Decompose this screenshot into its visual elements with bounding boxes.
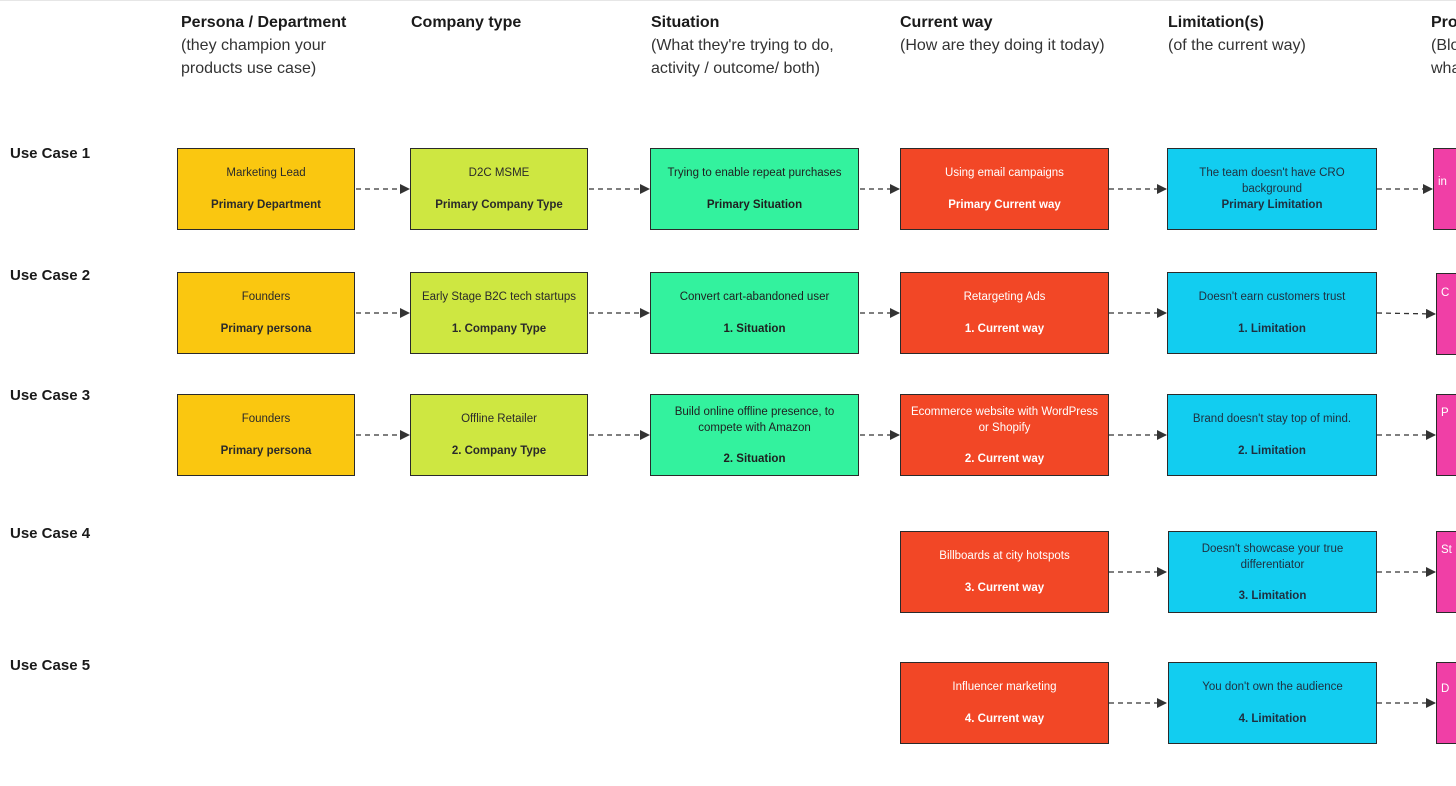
- card-text: P: [1441, 407, 1449, 419]
- card-persona-use-case-2[interactable]: Founders Primary persona: [177, 272, 355, 354]
- card-text: in: [1438, 176, 1447, 188]
- row-label-use-case-4: Use Case 4: [10, 525, 91, 542]
- column-subtitle: (How are they doing it today): [900, 37, 1105, 54]
- card-current-way-use-case-2[interactable]: Retargeting Ads 1. Current way: [900, 272, 1109, 354]
- card-company-type-use-case-3[interactable]: Offline Retailer 2. Company Type: [410, 394, 588, 476]
- card-text: Billboards at city hotspots: [939, 550, 1070, 562]
- card-company-type-use-case-2[interactable]: Early Stage B2C tech startups 1. Company…: [410, 272, 588, 354]
- card-persona-use-case-1[interactable]: Marketing Lead Primary Department: [177, 148, 355, 230]
- connector-arrow: [1376, 308, 1436, 319]
- card-tag: Primary Company Type: [435, 199, 563, 211]
- card-text: Ecommerce website with WordPress or Shop…: [910, 405, 1099, 434]
- card-text: St: [1441, 544, 1452, 556]
- column-subtitle: (they champion your products use case): [181, 37, 326, 77]
- card-situation-use-case-1[interactable]: Trying to enable repeat purchases Primar…: [650, 148, 859, 230]
- card-tag: Primary Situation: [706, 199, 803, 211]
- card-tag: 1. Situation: [723, 323, 786, 335]
- card-text: Founders: [241, 413, 291, 425]
- card-product-use-case-5[interactable]: D: [1436, 662, 1456, 744]
- column-header-limitations: Limitation(s) (of the current way): [1168, 11, 1306, 57]
- card-product-use-case-2[interactable]: C: [1436, 273, 1456, 355]
- column-subtitle: (What they're trying to do, activity / o…: [651, 37, 834, 77]
- row-label-use-case-2: Use Case 2: [10, 267, 91, 284]
- card-current-way-use-case-4[interactable]: Billboards at city hotspots 3. Current w…: [900, 531, 1109, 613]
- card-tag: Primary persona: [220, 323, 312, 335]
- card-tag: 2. Current way: [964, 452, 1045, 465]
- column-header-situation: Situation (What they're trying to do, ac…: [651, 11, 834, 80]
- card-company-type-use-case-1[interactable]: D2C MSME Primary Company Type: [410, 148, 588, 230]
- column-subtitle: (of the current way): [1168, 37, 1306, 54]
- card-tag: 2. Situation: [723, 452, 786, 465]
- card-tag: 4. Current way: [964, 713, 1045, 725]
- card-text: D2C MSME: [468, 167, 530, 179]
- card-current-way-use-case-1[interactable]: Using email campaigns Primary Current wa…: [900, 148, 1109, 230]
- card-tag: 2. Company Type: [451, 445, 547, 457]
- card-text: Build online offline presence, to compet…: [674, 405, 835, 434]
- card-limitation-use-case-5[interactable]: You don't own the audience 4. Limitation: [1168, 662, 1377, 744]
- row-label-use-case-1: Use Case 1: [10, 145, 91, 162]
- column-header-product: Pro (Blo wha: [1431, 11, 1456, 80]
- card-tag: 1. Limitation: [1238, 323, 1306, 335]
- card-text: Convert cart-abandoned user: [679, 291, 830, 303]
- column-subtitle: (Blo wha: [1431, 37, 1456, 77]
- column-title: Persona / Department: [181, 14, 347, 31]
- column-title: Current way: [900, 14, 993, 31]
- card-tag: Primary Limitation: [1221, 199, 1323, 211]
- card-text: The team doesn't have CRO background: [1199, 167, 1345, 195]
- card-text: C: [1441, 287, 1450, 299]
- card-tag: Primary Department: [211, 199, 321, 211]
- column-title: Pro: [1431, 14, 1456, 31]
- column-header-current-way: Current way (How are they doing it today…: [900, 11, 1105, 57]
- card-text: Retargeting Ads: [963, 291, 1046, 303]
- card-limitation-use-case-1[interactable]: The team doesn't have CRO background Pri…: [1167, 148, 1377, 230]
- card-current-way-use-case-5[interactable]: Influencer marketing 4. Current way: [900, 662, 1109, 744]
- card-text: Trying to enable repeat purchases: [667, 167, 842, 179]
- column-title: Company type: [411, 14, 522, 31]
- column-title: Limitation(s): [1168, 14, 1264, 31]
- card-tag: Primary persona: [220, 445, 312, 457]
- card-current-way-use-case-3[interactable]: Ecommerce website with WordPress or Shop…: [900, 394, 1109, 476]
- column-header-persona: Persona / Department (they champion your…: [181, 11, 346, 80]
- card-text: Early Stage B2C tech startups: [421, 291, 577, 303]
- top-rule: [0, 0, 1456, 1]
- row-label-use-case-5: Use Case 5: [10, 657, 91, 674]
- card-product-use-case-3[interactable]: P: [1436, 394, 1456, 476]
- card-text: You don't own the audience: [1202, 681, 1343, 693]
- card-tag: Primary Current way: [948, 199, 1061, 211]
- card-text: Marketing Lead: [226, 167, 306, 179]
- card-tag: 3. Limitation: [1238, 589, 1307, 602]
- column-title: Situation: [651, 14, 720, 31]
- card-limitation-use-case-4[interactable]: Doesn't showcase your true differentiato…: [1168, 531, 1377, 613]
- card-product-use-case-4[interactable]: St: [1436, 531, 1456, 613]
- card-tag: 4. Limitation: [1238, 713, 1307, 725]
- card-text: Influencer marketing: [952, 681, 1057, 693]
- card-tag: 1. Current way: [964, 323, 1045, 335]
- card-text: D: [1441, 683, 1450, 695]
- card-limitation-use-case-2[interactable]: Doesn't earn customers trust 1. Limitati…: [1167, 272, 1377, 354]
- row-label-use-case-3: Use Case 3: [10, 387, 91, 404]
- card-situation-use-case-3[interactable]: Build online offline presence, to compet…: [650, 394, 859, 476]
- card-tag: 2. Limitation: [1238, 445, 1306, 457]
- card-product-use-case-1[interactable]: in: [1433, 148, 1456, 230]
- card-tag: 3. Current way: [964, 582, 1045, 594]
- card-limitation-use-case-3[interactable]: Brand doesn't stay top of mind. 2. Limit…: [1167, 394, 1377, 476]
- card-situation-use-case-2[interactable]: Convert cart-abandoned user 1. Situation: [650, 272, 859, 354]
- card-text: Using email campaigns: [945, 167, 1064, 179]
- card-persona-use-case-3[interactable]: Founders Primary persona: [177, 394, 355, 476]
- card-text: Offline Retailer: [461, 413, 537, 425]
- card-text: Founders: [241, 291, 291, 303]
- card-text: Doesn't earn customers trust: [1198, 291, 1346, 303]
- column-header-company-type: Company type: [411, 11, 521, 34]
- card-tag: 1. Company Type: [451, 323, 547, 335]
- card-text: Doesn't showcase your true differentiato…: [1201, 542, 1344, 571]
- card-text: Brand doesn't stay top of mind.: [1192, 413, 1352, 425]
